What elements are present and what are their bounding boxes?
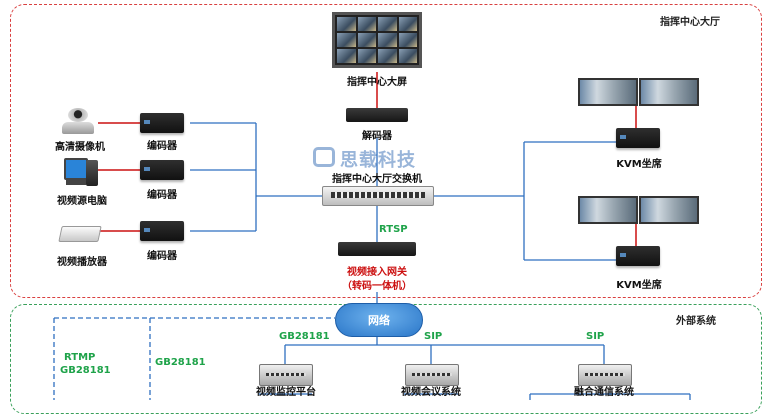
rtmp-gb-protocol-label: GB28181	[60, 365, 111, 376]
hall-switch-label: 指挥中心大厅交换机	[332, 174, 422, 185]
sip-protocol-label-2: SIP	[586, 331, 605, 342]
decoder-icon	[346, 108, 408, 122]
kvm-1-screens-icon	[578, 78, 700, 106]
gateway-icon	[338, 242, 416, 256]
video-wall-icon	[332, 12, 422, 68]
command-hall-title: 指挥中心大厅	[660, 17, 720, 28]
rtsp-protocol-label: RTSP	[379, 224, 408, 235]
video-pc-icon	[64, 158, 98, 188]
gateway-label-line1: 视频接入网关	[347, 267, 407, 278]
hd-camera-label: 高清摄像机	[55, 142, 105, 153]
encoder-2-label: 编码器	[147, 190, 177, 201]
encoder-2-icon	[140, 160, 184, 180]
gb28181-side-protocol-label: GB28181	[155, 357, 206, 368]
encoder-3-icon	[140, 221, 184, 241]
encoder-1-icon	[140, 113, 184, 133]
connection-lines	[53, 72, 691, 400]
external-system-title: 外部系统	[676, 316, 716, 327]
kvm-1-label: KVM坐席	[616, 159, 662, 170]
converged-comm-label: 融合通信系统	[574, 387, 634, 398]
kvm-1-host-icon	[616, 128, 660, 148]
encoder-3-label: 编码器	[147, 251, 177, 262]
converged-comm-server-icon	[578, 364, 632, 386]
kvm-2-host-icon	[616, 246, 660, 266]
decoder-label: 解码器	[362, 131, 392, 142]
video-conference-label: 视频会议系统	[401, 387, 461, 398]
watermark-text: 思载科技	[340, 150, 416, 171]
gb28181-protocol-label: GB28181	[279, 331, 330, 342]
hall-switch-icon	[322, 186, 434, 206]
video-pc-label: 视频源电脑	[57, 196, 107, 207]
sip-protocol-label-1: SIP	[424, 331, 443, 342]
video-conference-server-icon	[405, 364, 459, 386]
gateway-label-line2: （转码一体机）	[342, 281, 412, 292]
kvm-2-screens-icon	[578, 196, 700, 224]
video-wall-label: 指挥中心大屏	[347, 77, 407, 88]
video-player-icon	[58, 222, 102, 242]
kvm-2-label: KVM坐席	[616, 280, 662, 291]
rtmp-protocol-label: RTMP	[64, 352, 96, 363]
encoder-1-label: 编码器	[147, 141, 177, 152]
video-player-label: 视频播放器	[57, 257, 107, 268]
hd-camera-icon	[58, 108, 98, 134]
watermark-logo-icon	[313, 147, 335, 167]
video-monitoring-label: 视频监控平台	[256, 387, 316, 398]
command-hall-zone	[10, 4, 762, 298]
video-monitoring-server-icon	[259, 364, 313, 386]
diagram-canvas: 指挥中心大厅 外部系统	[10, 4, 762, 414]
network-label: 网络	[368, 314, 390, 327]
network-cloud-icon: 网络	[335, 303, 423, 337]
